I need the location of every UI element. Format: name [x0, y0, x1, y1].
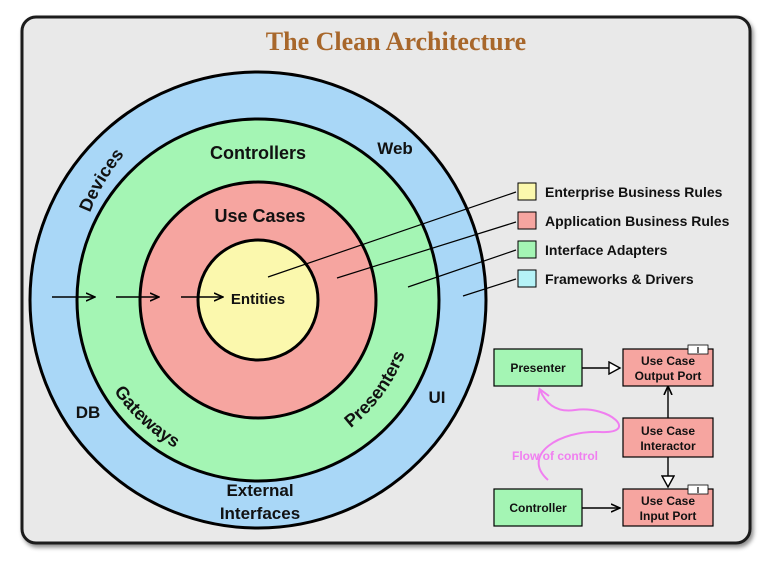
- page-title: The Clean Architecture: [266, 27, 526, 56]
- legend-swatch-frameworks: [517, 269, 537, 288]
- external-interfaces-label-line2: Interfaces: [220, 504, 300, 523]
- controller-box: [493, 488, 583, 527]
- output-port-label-line1: Use Case: [641, 354, 695, 368]
- legend-label-enterprise: Enterprise Business Rules: [545, 184, 723, 200]
- interactor-box: [622, 417, 714, 458]
- output-port-box: [622, 348, 714, 387]
- legend-leader-line: [407, 249, 517, 288]
- flow-of-control-label: Flow of control: [512, 449, 598, 463]
- external-interfaces-label-line1: External: [226, 481, 293, 500]
- legend-swatch-application: [517, 211, 537, 230]
- output-port-label-line2: Output Port: [635, 369, 702, 383]
- flow-diagram: Presenter I Use Case Output Port Use Cas…: [493, 344, 714, 527]
- legend-leader-line: [336, 221, 517, 279]
- input-port-box: [622, 488, 714, 527]
- presenter-box-label: Presenter: [510, 361, 566, 375]
- entities-label: Entities: [231, 291, 285, 308]
- output-port-interface-marker: I: [697, 346, 699, 355]
- legend-label-adapters: Interface Adapters: [545, 242, 668, 258]
- presenter-box: [493, 348, 583, 387]
- ui-label: UI: [429, 388, 446, 407]
- controller-box-label: Controller: [509, 501, 567, 515]
- legend: Enterprise Business Rules Application Bu…: [517, 182, 730, 288]
- legend-label-frameworks: Frameworks & Drivers: [545, 271, 694, 287]
- db-label: DB: [76, 403, 101, 422]
- legend-swatch-adapters: [517, 240, 537, 259]
- web-label: Web: [377, 139, 413, 158]
- input-port-label-line2: Input Port: [640, 509, 697, 523]
- interactor-label-line2: Interactor: [640, 439, 696, 453]
- legend-swatch-enterprise: [517, 182, 537, 201]
- controllers-label: Controllers: [210, 143, 306, 163]
- use-cases-label: Use Cases: [214, 206, 305, 226]
- legend-label-application: Application Business Rules: [545, 213, 730, 229]
- flow-of-control-curve: [536, 387, 620, 481]
- input-port-interface-marker: I: [697, 486, 699, 495]
- input-port-interface-tag: [687, 484, 709, 495]
- input-port-label-line1: Use Case: [641, 494, 695, 508]
- legend-leader-line: [462, 278, 517, 297]
- legend-leader-line: [267, 191, 517, 278]
- interactor-label-line1: Use Case: [641, 424, 695, 438]
- output-port-interface-tag: [687, 344, 709, 355]
